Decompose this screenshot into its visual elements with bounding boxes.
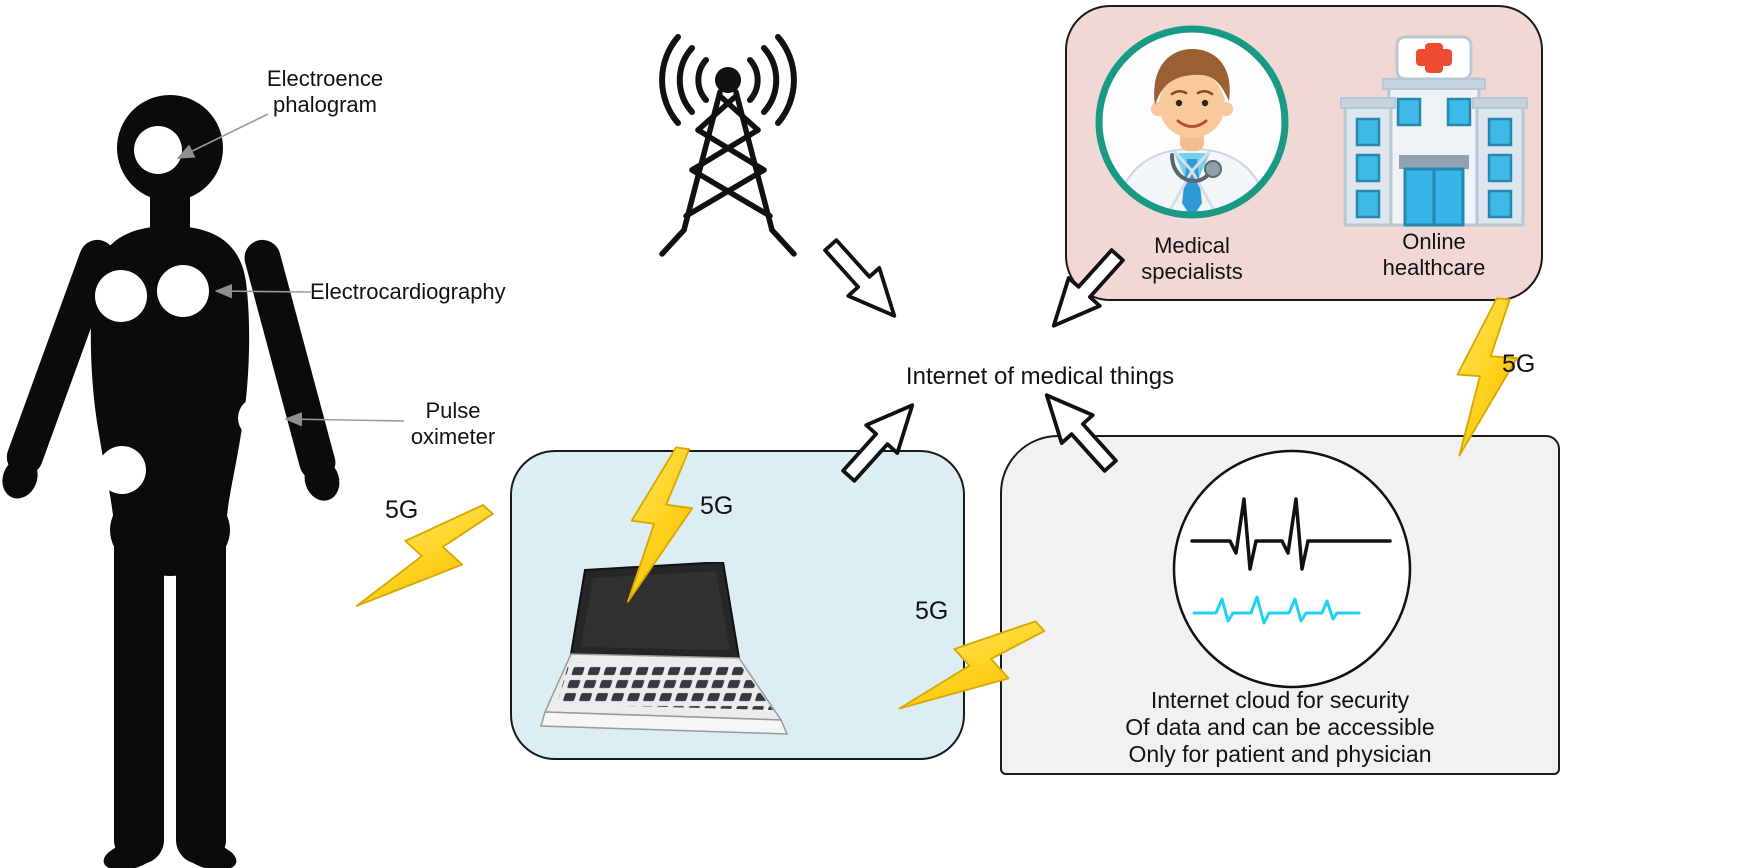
eeg-label: Electroence phalogram: [225, 66, 425, 118]
pulse-oximeter-sensor: [238, 397, 280, 439]
bolt-gateway: [611, 439, 708, 613]
fiveg-label-healthcare: 5G: [1502, 350, 1536, 378]
pulse-label-line2: oximeter: [410, 424, 496, 449]
doctor-avatar-icon: [1095, 25, 1289, 219]
online-healthcare-line2: healthcare: [1382, 255, 1486, 280]
lightning-bolt-icon: [1456, 297, 1518, 457]
bolt-healthcare-to-cloud: [1442, 293, 1528, 463]
lightning-bolt-icon: [355, 504, 494, 607]
lightning-bolt-icon: [898, 620, 1046, 710]
cloud-caption-line3: Only for patient and physician: [1128, 741, 1432, 767]
hospital-building-icon: [1340, 35, 1528, 227]
lightning-bolt-icon: [627, 446, 694, 603]
pulse-oximeter-label: Pulse oximeter: [398, 398, 508, 450]
cloud-caption: Internet cloud for security Of data and …: [1002, 687, 1558, 768]
bolt-body-to-gateway: [342, 474, 508, 647]
cell-tower-icon: [659, 34, 797, 257]
pulse-label-line1: Pulse: [425, 398, 481, 423]
ecg-sensor-left: [95, 270, 147, 322]
arrow-tower-to-iomt: [810, 227, 914, 334]
laptop-icon: [540, 562, 789, 735]
online-healthcare-line1: Online: [1402, 229, 1466, 254]
block-arrow-icon: [1051, 248, 1125, 328]
ecg-waveform-icon: [1172, 449, 1412, 689]
arrow-cloud-to-iomt: [1026, 377, 1130, 484]
medical-specialists-line1: Medical: [1154, 233, 1230, 258]
block-arrow-icon: [1044, 393, 1118, 473]
gateway-panel: [510, 450, 965, 760]
cloud-caption-line2: Of data and can be accessible: [1125, 714, 1435, 740]
cloud-caption-line1: Internet cloud for security: [1150, 687, 1410, 713]
arrow-specialists-to-iomt: [1033, 237, 1137, 344]
eeg-label-line2: phalogram: [273, 92, 377, 117]
signal-waves-icon: [659, 34, 797, 126]
ecg-label: Electrocardiography: [310, 279, 506, 304]
block-arrow-icon: [823, 238, 897, 318]
ecg-trace-cyan: [1192, 595, 1361, 625]
fiveg-label-gateway: 5G: [700, 492, 734, 520]
arrow-gateway-to-iomt: [828, 387, 932, 494]
ecg-trace-black: [1190, 497, 1392, 571]
online-healthcare-label: Online healthcare: [1354, 229, 1514, 281]
block-arrow-icon: [841, 403, 915, 483]
internet-cloud-panel: Internet cloud for security Of data and …: [1000, 435, 1560, 775]
human-silhouette-icon: [2, 95, 340, 868]
fiveg-label-body: 5G: [385, 496, 419, 524]
bolt-gateway-to-cloud: [886, 587, 1059, 753]
eeg-label-line1: Electroence: [266, 66, 384, 91]
specialists-healthcare-panel: Medical specialists: [1065, 5, 1543, 301]
iomt-label: Internet of medical things: [905, 363, 1175, 390]
eeg-sensor: [134, 126, 182, 174]
medical-specialists-label: Medical specialists: [1097, 233, 1287, 285]
fiveg-label-cloud: 5G: [915, 597, 949, 625]
hip-sensor: [98, 446, 146, 494]
ecg-sensor-right: [157, 265, 209, 317]
medical-specialists-line2: specialists: [1141, 259, 1243, 284]
